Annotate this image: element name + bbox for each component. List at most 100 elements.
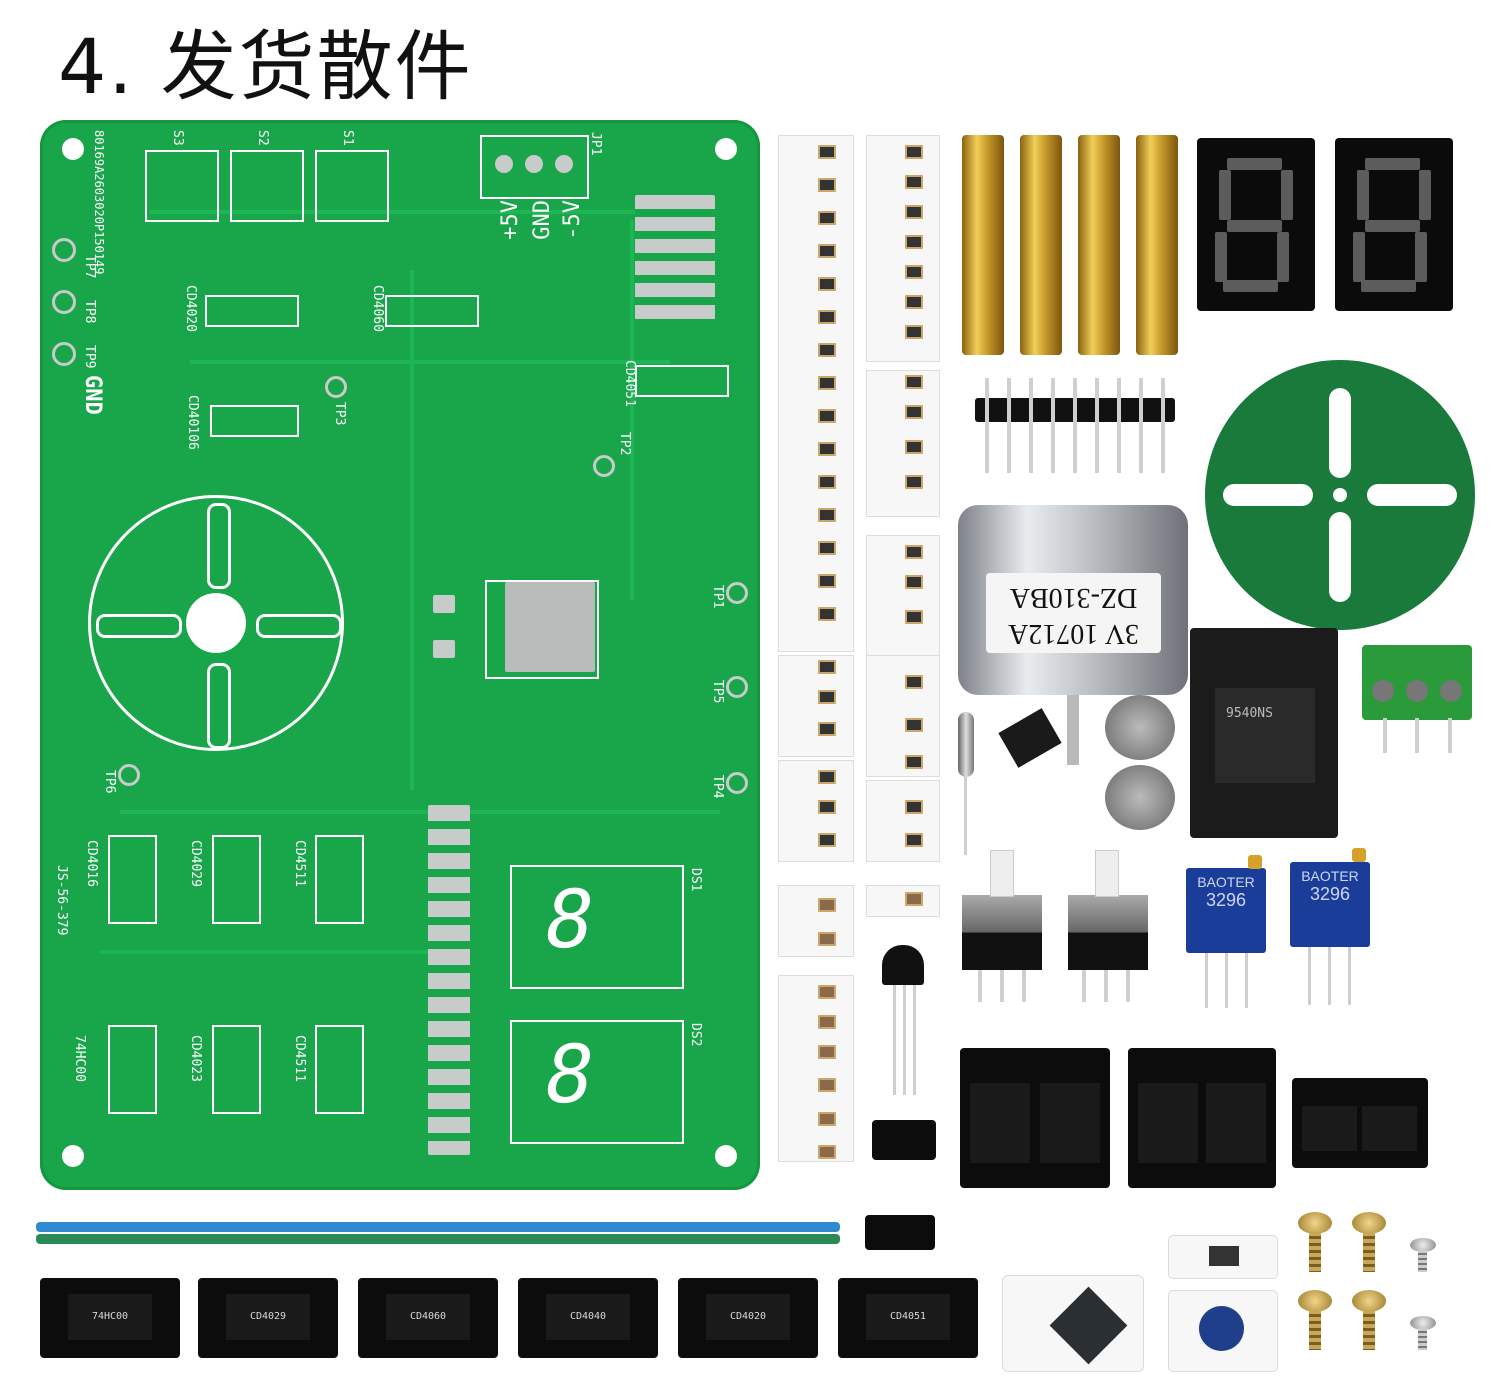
push-switch bbox=[962, 895, 1042, 970]
motor-label-line1: DZ-310BA bbox=[1009, 582, 1138, 613]
buzzer bbox=[1105, 695, 1175, 760]
ic-footprint bbox=[205, 295, 299, 327]
trimmer-brand: BAOTER bbox=[1301, 868, 1359, 884]
ic-footprint bbox=[108, 835, 157, 924]
trimmer-model: 3296 bbox=[1205, 890, 1247, 910]
trimmer-brand: BAOTER bbox=[1197, 874, 1255, 890]
trimmer-potentiometer: BAOTER 3296 bbox=[1290, 862, 1370, 947]
ic-tray bbox=[1128, 1048, 1276, 1188]
switch-footprint bbox=[230, 150, 304, 222]
ic-label: CD4020 bbox=[183, 285, 198, 332]
smd-tape bbox=[778, 975, 854, 1162]
buzzer bbox=[1105, 765, 1175, 830]
ic-marking: 74HC00 bbox=[68, 1294, 152, 1340]
transistor bbox=[882, 945, 924, 985]
ic-label: CD4023 bbox=[188, 1035, 203, 1082]
crystal bbox=[958, 712, 974, 777]
screw bbox=[1352, 1290, 1386, 1312]
smd-part-tray bbox=[865, 1215, 935, 1250]
smd-tape bbox=[778, 760, 854, 862]
small-screw bbox=[1410, 1316, 1436, 1330]
ic-tray bbox=[1292, 1078, 1428, 1168]
pcb-board: 80169A2603020P150149 GND TP7 TP8 TP9 S3 … bbox=[40, 120, 760, 1190]
brass-standoff bbox=[962, 135, 1004, 355]
seven-segment-display bbox=[1335, 138, 1453, 311]
tp-label: TP5 bbox=[710, 680, 725, 704]
tp-label: TP3 bbox=[332, 402, 347, 426]
switch-label: S3 bbox=[170, 130, 185, 146]
ic-label: CD4060 bbox=[370, 285, 385, 332]
smd-tape bbox=[866, 885, 940, 917]
smd-tape bbox=[866, 655, 940, 777]
ic-label: CD40106 bbox=[185, 395, 200, 450]
ic-label: CD4051 bbox=[622, 360, 637, 407]
ic-tray: 74HC00 bbox=[40, 1278, 180, 1358]
ic-tray bbox=[960, 1048, 1110, 1188]
mosfet-package: 9540NS bbox=[1190, 628, 1338, 838]
ic-footprint bbox=[210, 405, 299, 437]
brass-standoff bbox=[1136, 135, 1178, 355]
small-ic bbox=[998, 708, 1062, 768]
tp-label: TP6 bbox=[102, 770, 117, 794]
ic-tray: CD4040 bbox=[518, 1278, 658, 1358]
q1-footprint bbox=[485, 580, 599, 679]
part-bag bbox=[1168, 1235, 1278, 1279]
screw bbox=[1298, 1212, 1332, 1234]
part-bag bbox=[1168, 1290, 1278, 1372]
switch-label: S2 bbox=[255, 130, 270, 146]
brass-standoff bbox=[1078, 135, 1120, 355]
ic-label: CD4029 bbox=[188, 840, 203, 887]
ic-marking: CD4040 bbox=[546, 1294, 630, 1340]
board-code: JS-56-379 bbox=[54, 865, 69, 936]
mounting-hole bbox=[715, 1145, 737, 1167]
jp1-footprint bbox=[480, 135, 589, 199]
jumper-wire bbox=[36, 1222, 840, 1232]
ic-label: CD4016 bbox=[84, 840, 99, 887]
smd-tape bbox=[866, 135, 940, 362]
screw-terminal bbox=[1362, 645, 1472, 720]
jp1-label: JP1 bbox=[588, 132, 603, 156]
smd-tape bbox=[866, 370, 940, 517]
small-screw bbox=[1410, 1238, 1436, 1252]
part-bag bbox=[1002, 1275, 1144, 1372]
ic-footprint bbox=[315, 1025, 364, 1114]
tp7-label: TP7 bbox=[82, 255, 97, 279]
dc-motor: DZ-310BA 3V 10712A bbox=[958, 505, 1188, 695]
tp8-label: TP8 bbox=[82, 300, 97, 324]
push-switch bbox=[1068, 895, 1148, 970]
mounting-hole bbox=[62, 1145, 84, 1167]
ic-tray: CD4060 bbox=[358, 1278, 498, 1358]
switch-label: S1 bbox=[340, 130, 355, 146]
smd-tape bbox=[866, 535, 940, 657]
power-label: -5V bbox=[560, 200, 585, 240]
ic-tray: CD4020 bbox=[678, 1278, 818, 1358]
display-footprint bbox=[510, 1020, 684, 1144]
ic-label: CD4511 bbox=[292, 840, 307, 887]
tp-label: TP1 bbox=[710, 585, 725, 609]
ic-footprint bbox=[315, 835, 364, 924]
ic-marking: CD4029 bbox=[226, 1294, 310, 1340]
smd-tape bbox=[778, 135, 854, 652]
ic-footprint bbox=[108, 1025, 157, 1114]
ic-marking: CD4020 bbox=[706, 1294, 790, 1340]
trimmer-potentiometer: BAOTER 3296 bbox=[1186, 868, 1266, 953]
page-title: 4. 发货散件 bbox=[58, 22, 473, 111]
ic-footprint bbox=[635, 365, 729, 397]
screw bbox=[1298, 1290, 1332, 1312]
switch-button bbox=[990, 850, 1014, 897]
ic-tray: CD4051 bbox=[838, 1278, 978, 1358]
smd-tape bbox=[778, 885, 854, 957]
mounting-hole bbox=[715, 138, 737, 160]
ic-footprint bbox=[385, 295, 479, 327]
switch-footprint bbox=[145, 150, 219, 222]
ic-marking: CD4060 bbox=[386, 1294, 470, 1340]
ic-marking: CD4051 bbox=[866, 1294, 950, 1340]
smd-part-tray bbox=[872, 1120, 936, 1160]
smd-tape bbox=[778, 655, 854, 757]
gnd-label: GND bbox=[80, 375, 105, 415]
trimmer-model: 3296 bbox=[1309, 884, 1351, 904]
disc-outline bbox=[88, 495, 344, 751]
brass-standoff bbox=[1020, 135, 1062, 355]
screw bbox=[1352, 1212, 1386, 1234]
seven-segment-display bbox=[1197, 138, 1315, 311]
